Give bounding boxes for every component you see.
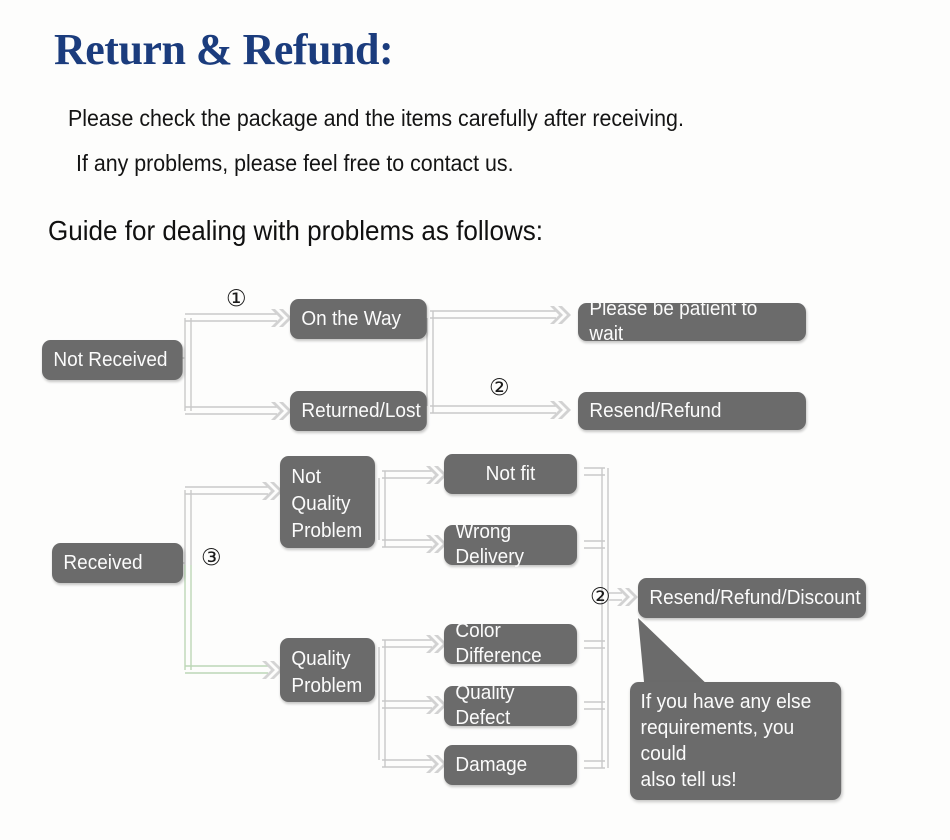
arrow-to-resend-refund — [550, 401, 571, 419]
guide-heading: Guide for dealing with problems as follo… — [48, 215, 544, 246]
marker-2-bottom: ② — [590, 584, 611, 610]
arrow-to-on-the-way — [271, 309, 292, 327]
node-returned-lost[interactable]: Returned/Lost — [290, 391, 427, 431]
node-not-received[interactable]: Not Received — [42, 340, 183, 380]
marker-1: ① — [226, 286, 247, 312]
node-quality-problem[interactable]: Quality Problem — [280, 638, 375, 702]
node-quality-defect[interactable]: Quality Defect — [444, 682, 577, 729]
node-please-be-patient[interactable]: Please be patient to wait — [578, 298, 806, 345]
marker-2-top: ② — [489, 375, 510, 401]
marker-3: ③ — [201, 545, 222, 571]
node-color-difference[interactable]: Color Difference — [444, 620, 577, 667]
speech-bubble-extra-requirements: If you have any else requirements, you c… — [630, 682, 842, 800]
node-wrong-delivery[interactable]: Wrong Delivery — [444, 521, 577, 568]
speech-bubble-tail — [638, 618, 713, 690]
arrow-to-returned-lost — [271, 402, 292, 420]
node-not-fit[interactable]: Not fit — [444, 454, 577, 494]
instruction-line-1: Please check the package and the items c… — [68, 105, 684, 131]
node-damage[interactable]: Damage — [444, 745, 577, 785]
page-title: Return & Refund: — [54, 25, 394, 74]
node-on-the-way[interactable]: On the Way — [290, 299, 427, 339]
node-not-quality-problem[interactable]: Not Quality Problem — [280, 456, 375, 548]
node-resend-refund[interactable]: Resend/Refund — [578, 392, 806, 430]
instruction-line-2: If any problems, please feel free to con… — [76, 150, 514, 176]
arrow-to-please-wait — [550, 306, 571, 324]
arrow-to-resend-refund-discount — [617, 588, 638, 606]
node-resend-refund-discount[interactable]: Resend/Refund/Discount — [638, 578, 866, 618]
node-received[interactable]: Received — [52, 543, 184, 583]
